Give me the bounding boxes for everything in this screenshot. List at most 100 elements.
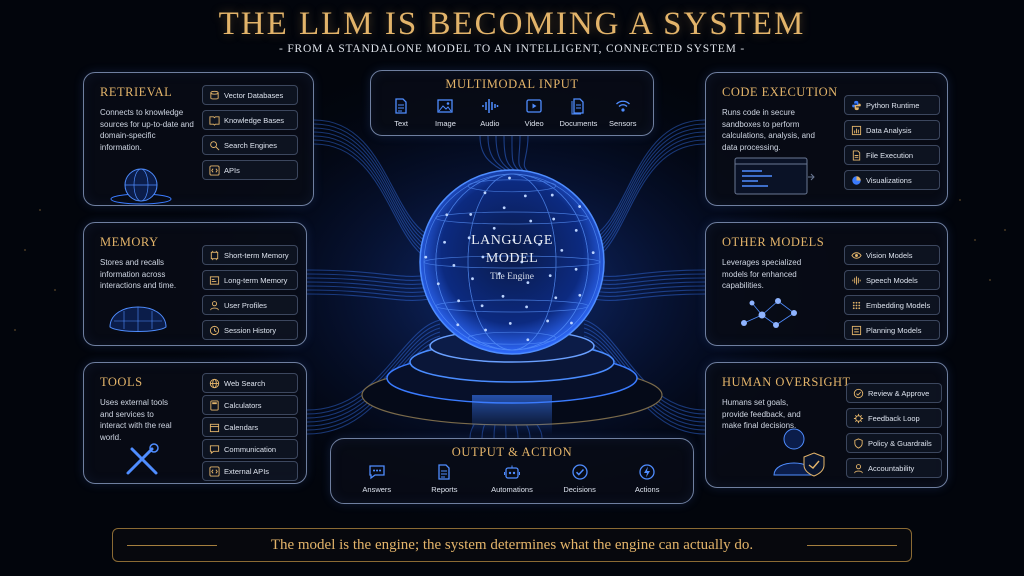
memory-item[interactable]: Long-term Memory [202, 270, 298, 290]
other-models-item[interactable]: Speech Models [844, 270, 940, 290]
sphere-node [484, 328, 487, 332]
network-illustration [741, 298, 797, 328]
tools-item[interactable]: Communication [202, 439, 298, 459]
check-circle-icon [852, 387, 864, 399]
human-oversight-panel: HUMAN OVERSIGHT Humans set goals, provid… [705, 362, 948, 488]
language-model-sphere [419, 169, 605, 355]
item-label: Answers [362, 485, 392, 494]
memory-items: Short-term Memory Long-term Memory User … [202, 245, 298, 340]
eye-icon [850, 249, 862, 261]
sphere-node [552, 217, 556, 221]
retrieval-item[interactable]: APIs [202, 160, 298, 180]
text-doc-icon [395, 98, 407, 114]
tools-item[interactable]: Calendars [202, 417, 298, 437]
other-models-items: Vision Models Speech Models Embedding Mo… [844, 245, 940, 340]
human-oversight-item[interactable]: Accountability [846, 458, 942, 478]
input-video[interactable]: Video [512, 97, 556, 128]
output-decisions[interactable]: Decisions [558, 463, 602, 494]
robot-icon [503, 465, 520, 479]
input-audio[interactable]: Audio [468, 97, 512, 128]
output-answers[interactable]: Answers [355, 463, 399, 494]
tools-item[interactable]: External APIs [202, 461, 298, 481]
network-stream [306, 289, 431, 297]
input-image[interactable]: Image [423, 97, 467, 128]
input-sensors[interactable]: Sensors [601, 97, 645, 128]
sphere-node [578, 205, 582, 208]
input-documents[interactable]: Documents [556, 97, 600, 128]
language-model-subtitle: The Engine [489, 272, 535, 282]
tools-items: Web Search Calculators Calendars Communi… [202, 373, 298, 481]
sphere-parallel [467, 331, 557, 345]
item-label: Text [394, 119, 409, 128]
output-action-title: OUTPUT & ACTION [451, 445, 573, 459]
network-stream [306, 281, 431, 289]
network-stream [593, 277, 706, 285]
retrieval-item[interactable]: Vector Databases [202, 85, 298, 105]
chip-icon [208, 249, 220, 261]
output-actions[interactable]: Actions [625, 463, 669, 494]
item-label: Knowledge Bases [224, 115, 285, 125]
item-label: Actions [634, 485, 660, 494]
sphere-node [445, 213, 449, 217]
page-subtitle: - FROM A STANDALONE MODEL TO AN INTELLIG… [279, 43, 745, 55]
item-label: Data Analysis [866, 125, 912, 135]
item-label: Audio [480, 119, 500, 128]
sphere-node [525, 305, 528, 309]
network-stream [313, 119, 441, 241]
network-stream [593, 285, 706, 293]
sphere-node [469, 213, 473, 216]
sphere-node [498, 272, 501, 275]
code-execution-item[interactable]: Python Runtime [844, 95, 940, 115]
tools-item[interactable]: Web Search [202, 373, 298, 393]
code-execution-item[interactable]: Visualizations [844, 170, 940, 190]
memory-item[interactable]: Short-term Memory [202, 245, 298, 265]
item-label: Decisions [563, 485, 596, 494]
tools-desc: Uses external tools and services to inte… [100, 398, 172, 442]
network-stream [306, 277, 431, 285]
footer-left-arrow [127, 545, 217, 546]
sphere-node [467, 236, 471, 240]
item-label: Planning Models [866, 325, 922, 335]
human-oversight-item[interactable]: Review & Approve [846, 383, 942, 403]
footer-text: The model is the engine; the system dete… [270, 536, 754, 553]
item-label: Speech Models [866, 275, 918, 285]
output-reports[interactable]: Reports [422, 463, 466, 494]
input-text[interactable]: Text [379, 97, 423, 128]
human-oversight-item[interactable]: Policy & Guardrails [846, 433, 942, 453]
code-execution-item[interactable]: File Execution [844, 145, 940, 165]
other-models-panel: OTHER MODELS Leverages specialized model… [705, 222, 948, 346]
item-label: Calendars [224, 422, 259, 432]
waveform-icon [850, 274, 862, 286]
language-model-title-line2: MODEL [485, 251, 539, 266]
sphere-node [456, 323, 460, 327]
sphere-node [526, 338, 530, 342]
calendar-icon [208, 421, 220, 433]
output-automations[interactable]: Automations [490, 463, 534, 494]
other-models-item[interactable]: Planning Models [844, 320, 940, 340]
retrieval-item[interactable]: Knowledge Bases [202, 110, 298, 130]
other-models-item[interactable]: Vision Models [844, 245, 940, 265]
multimodal-input-panel: MULTIMODAL INPUT Text Image Audio Video … [370, 70, 654, 136]
memory-desc: Stores and recalls information across in… [100, 258, 177, 290]
memory-item[interactable]: User Profiles [202, 295, 298, 315]
retrieval-item[interactable]: Search Engines [202, 135, 298, 155]
tools-item[interactable]: Calculators [202, 395, 298, 415]
item-label: Sensors [609, 119, 637, 128]
item-label: Embedding Models [866, 300, 931, 310]
network-stream [306, 285, 431, 293]
sphere-node [520, 260, 524, 264]
globe-icon [208, 377, 220, 389]
other-models-item[interactable]: Embedding Models [844, 295, 940, 315]
code-icon [208, 164, 220, 176]
sphere-node [501, 294, 505, 298]
code-execution-title: CODE EXECUTION [722, 85, 838, 99]
human-oversight-item[interactable]: Feedback Loop [846, 408, 942, 428]
sphere-node [480, 304, 484, 308]
shield-icon [852, 437, 864, 449]
code-execution-item[interactable]: Data Analysis [844, 120, 940, 140]
item-label: External APIs [224, 466, 270, 476]
memory-item[interactable]: Session History [202, 320, 298, 340]
page-title: THE LLM IS BECOMING A SYSTEM [218, 6, 806, 42]
chat-icon [208, 443, 220, 455]
other-models-title: OTHER MODELS [722, 235, 825, 249]
